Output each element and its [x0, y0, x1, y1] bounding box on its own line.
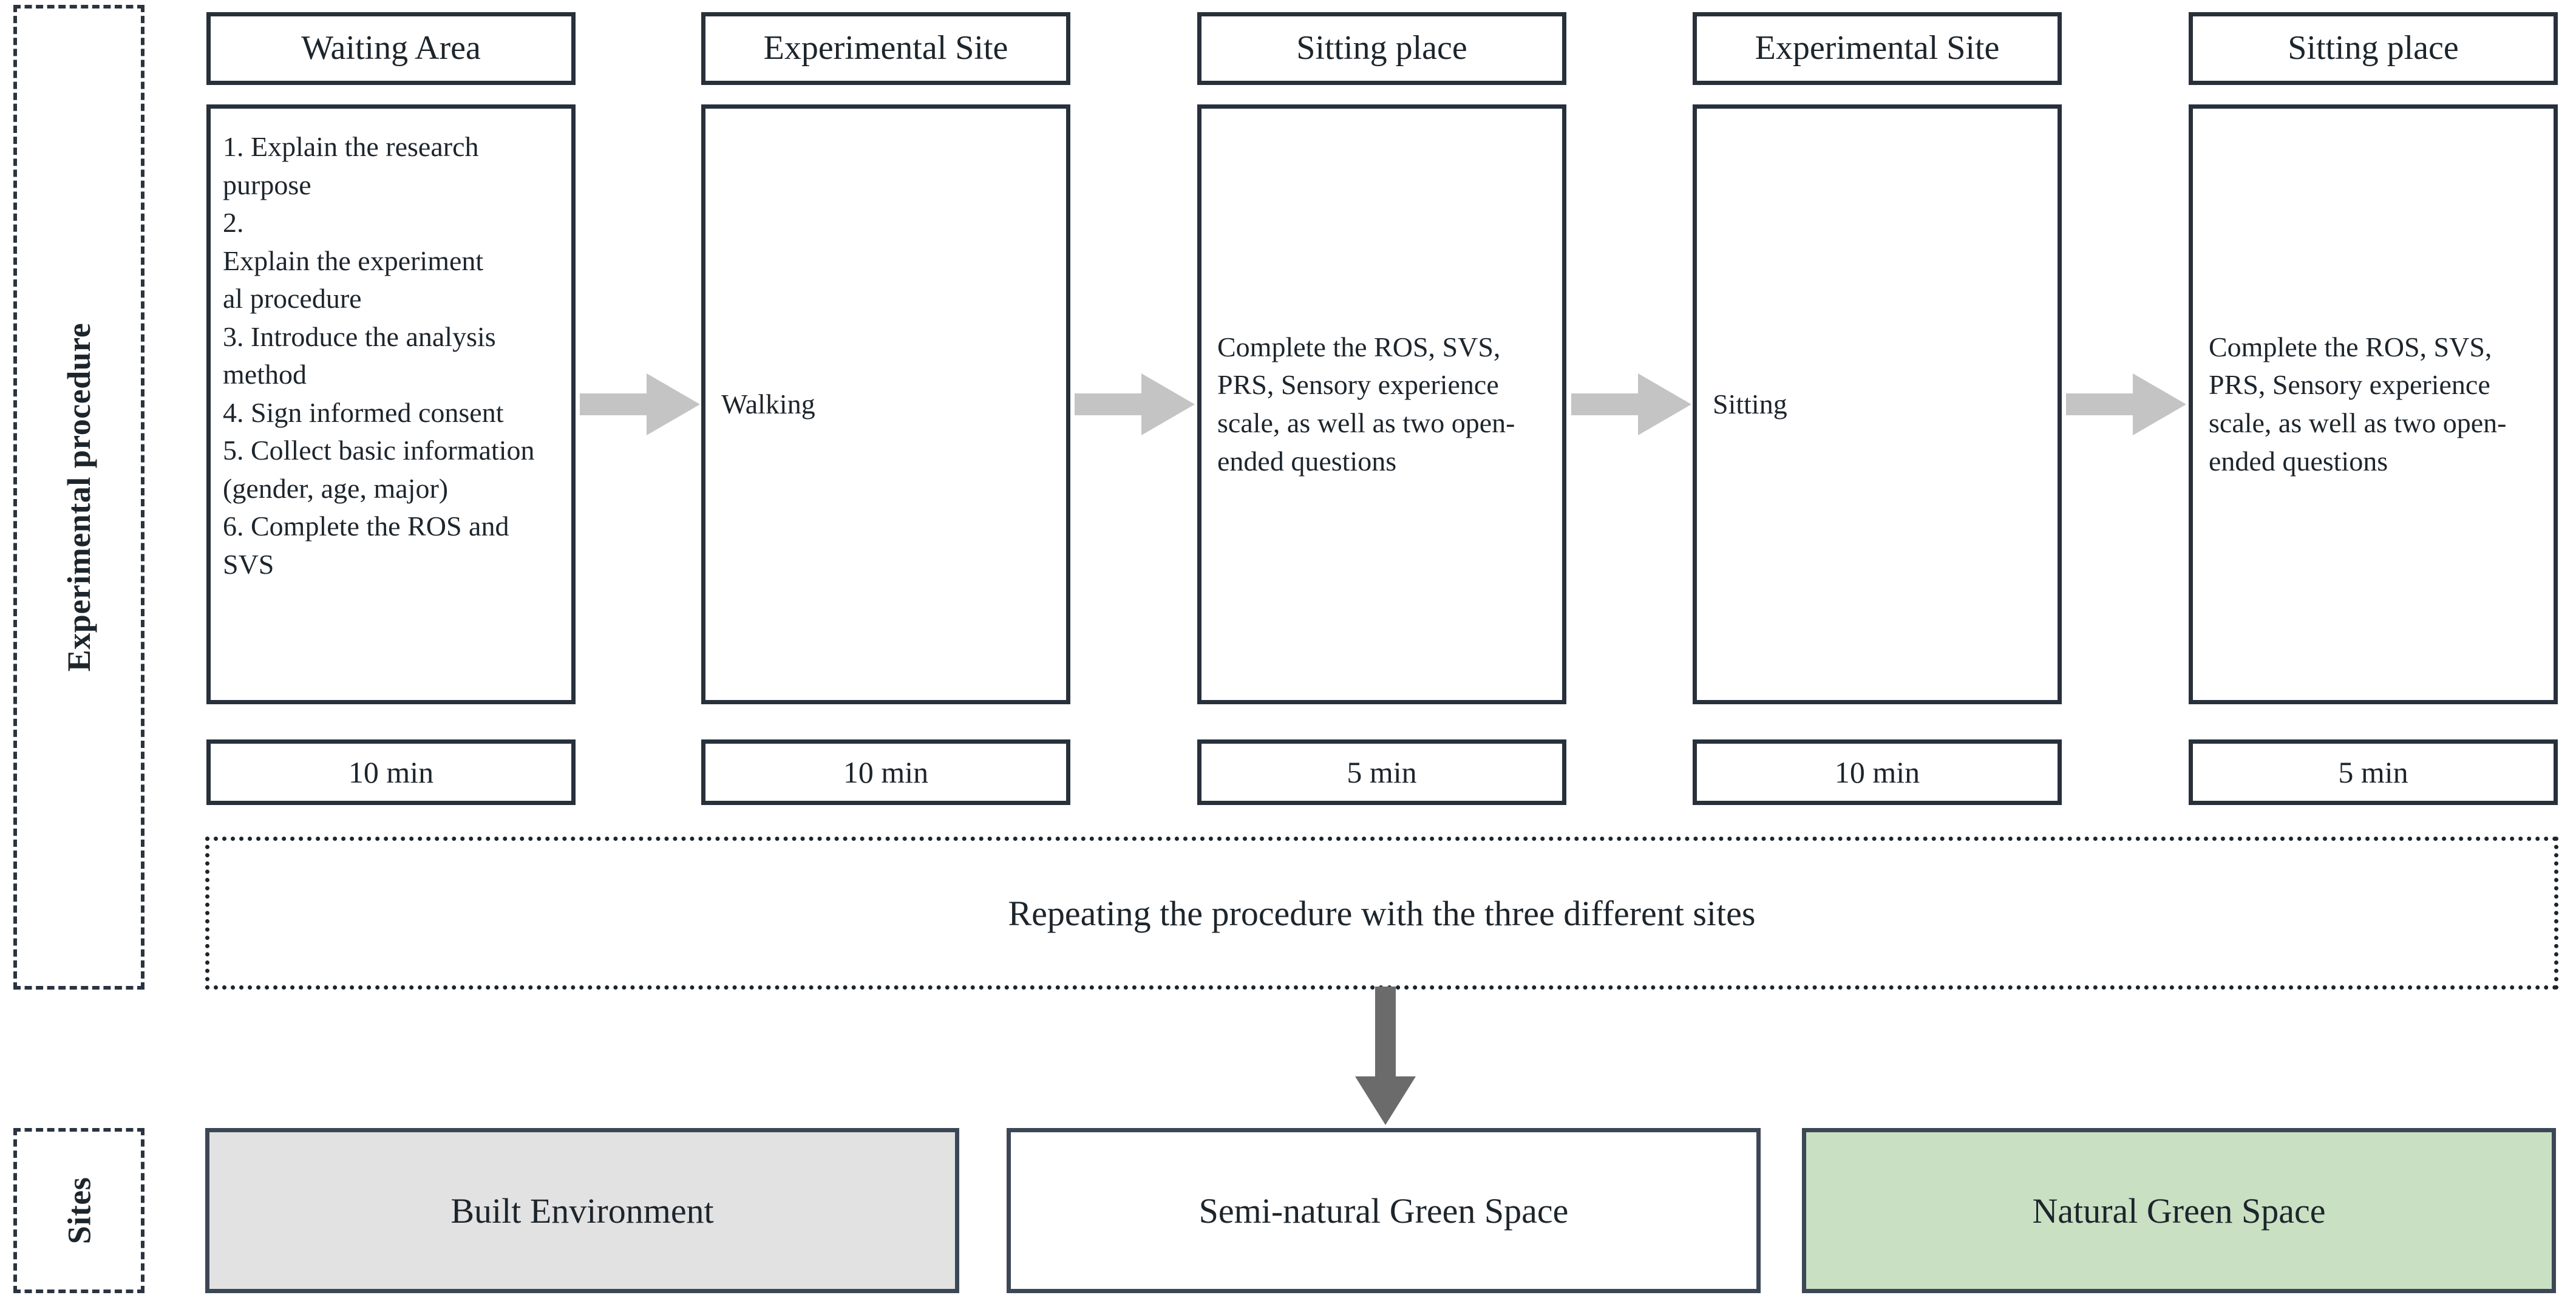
column-body-sitting-place-after-walking: Complete the ROS, SVS, PRS, Sensory expe…: [1197, 104, 1566, 704]
right-arrow-icon: [580, 373, 700, 435]
right-arrow-icon: [1571, 373, 1691, 435]
column-header-experimental-site-walking: Experimental Site: [701, 12, 1070, 85]
column-body-text: 1. Explain the research purpose 2. Expla…: [223, 131, 535, 580]
column-body-experimental-site-sitting: Sitting: [1693, 104, 2062, 704]
column-body-text: Complete the ROS, SVS, PRS, Sensory expe…: [2209, 331, 2507, 477]
rail-label-experimental-procedure: Experimental procedure: [61, 322, 98, 672]
column-body-text: Walking: [721, 388, 815, 420]
duration-box-experimental-site-sitting: 10 min: [1693, 739, 2062, 805]
down-arrow-icon: [1355, 987, 1416, 1125]
site-box-built-environment: Built Environment: [205, 1128, 959, 1293]
duration-box-sitting-place-after-walking: 5 min: [1197, 739, 1566, 805]
duration-label: 10 min: [348, 755, 434, 789]
column-header-experimental-site-sitting: Experimental Site: [1693, 12, 2062, 85]
duration-box-sitting-place-after-sitting: 5 min: [2189, 739, 2558, 805]
rail-sites: Sites: [13, 1128, 144, 1293]
right-arrow-icon: [1075, 373, 1195, 435]
duration-label: 10 min: [1834, 755, 1920, 789]
column-header-label: Sitting place: [2288, 29, 2459, 67]
column-body-sitting-place-after-sitting: Complete the ROS, SVS, PRS, Sensory expe…: [2189, 104, 2558, 704]
column-header-label: Experimental Site: [763, 29, 1008, 67]
site-label: Built Environment: [450, 1191, 714, 1231]
site-label: Natural Green Space: [2032, 1191, 2326, 1231]
duration-box-waiting-area: 10 min: [206, 739, 576, 805]
column-header-label: Experimental Site: [1755, 29, 2000, 67]
column-header-label: Sitting place: [1296, 29, 1467, 67]
repeat-procedure-label: Repeating the procedure with the three d…: [1008, 893, 1756, 933]
column-body-text: Complete the ROS, SVS, PRS, Sensory expe…: [1217, 331, 1515, 477]
duration-label: 10 min: [843, 755, 929, 789]
column-header-label: Waiting Area: [301, 29, 481, 67]
repeat-procedure-banner: Repeating the procedure with the three d…: [205, 837, 2558, 990]
column-header-sitting-place-after-walking: Sitting place: [1197, 12, 1566, 85]
right-arrow-icon: [2066, 373, 2186, 435]
site-box-semi-natural-green-space: Semi-natural Green Space: [1007, 1128, 1761, 1293]
duration-label: 5 min: [1347, 755, 1417, 789]
column-body-text: Sitting: [1713, 388, 1787, 420]
column-header-waiting-area: Waiting Area: [206, 12, 576, 85]
column-header-sitting-place-after-sitting: Sitting place: [2189, 12, 2558, 85]
rail-experimental-procedure: Experimental procedure: [13, 5, 144, 990]
site-label: Semi-natural Green Space: [1198, 1191, 1569, 1231]
site-box-natural-green-space: Natural Green Space: [1802, 1128, 2556, 1293]
duration-label: 5 min: [2338, 755, 2408, 789]
column-body-experimental-site-walking: Walking: [701, 104, 1070, 704]
rail-label-sites: Sites: [61, 1177, 97, 1245]
duration-box-experimental-site-walking: 10 min: [701, 739, 1070, 805]
column-body-waiting-area: 1. Explain the research purpose 2. Expla…: [206, 104, 576, 704]
